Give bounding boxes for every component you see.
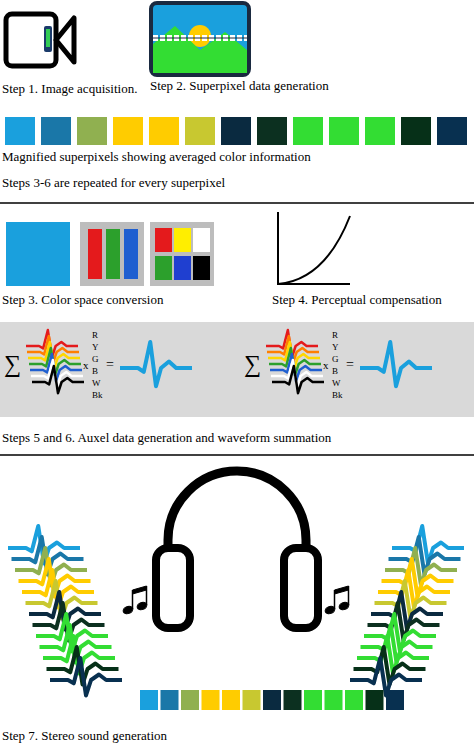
color-channel: Y	[92, 343, 99, 353]
summation-sign: ∑	[244, 351, 261, 377]
auxel-summation	[26, 330, 192, 393]
compensation-curve	[278, 212, 350, 284]
picture-icon	[151, 3, 249, 75]
divider	[0, 454, 474, 456]
headphones-icon	[156, 471, 318, 628]
summation-band	[0, 322, 474, 417]
equals-sign: =	[106, 357, 114, 372]
color-channel: Bk	[92, 391, 103, 401]
step-caption: Step 4. Perceptual compensation	[272, 293, 442, 307]
step-caption: Step 7. Stereo sound generation	[2, 729, 167, 743]
step-caption: Step 2. Superpixel data generation	[150, 79, 329, 93]
color-channel: Y	[332, 343, 339, 353]
multiply-sign: x	[83, 359, 89, 371]
color-channel: W	[332, 379, 341, 389]
auxel-summation	[266, 330, 432, 393]
color-channel: G	[92, 355, 99, 365]
color-channel: R	[332, 331, 338, 341]
note: Steps 3-6 are repeated for every superpi…	[2, 176, 225, 190]
step-caption: Steps 5 and 6. Auxel data generation and…	[2, 431, 331, 445]
summation-sign: ∑	[4, 351, 21, 377]
divider	[0, 202, 474, 204]
step-caption: Step 3. Color space conversion	[2, 293, 163, 307]
strip-caption: Magnified superpixels showing averaged c…	[2, 150, 311, 164]
color-channel: G	[332, 355, 339, 365]
superpixel-strip	[140, 690, 404, 710]
color-channel: B	[92, 367, 98, 377]
step-caption: Step 1. Image acquisition.	[2, 82, 137, 96]
equals-sign: =	[346, 357, 354, 372]
color-channel: Bk	[332, 391, 343, 401]
color-channel: B	[332, 367, 338, 377]
waveform-stack	[8, 526, 122, 695]
color-channel: R	[92, 331, 98, 341]
color-conversion-icon	[6, 222, 214, 286]
camera-icon	[6, 14, 74, 66]
color-channel: W	[92, 379, 101, 389]
superpixel-strip	[5, 117, 467, 145]
waveform-stack	[350, 526, 464, 695]
music-notes	[122, 586, 350, 615]
multiply-sign: x	[323, 359, 329, 371]
